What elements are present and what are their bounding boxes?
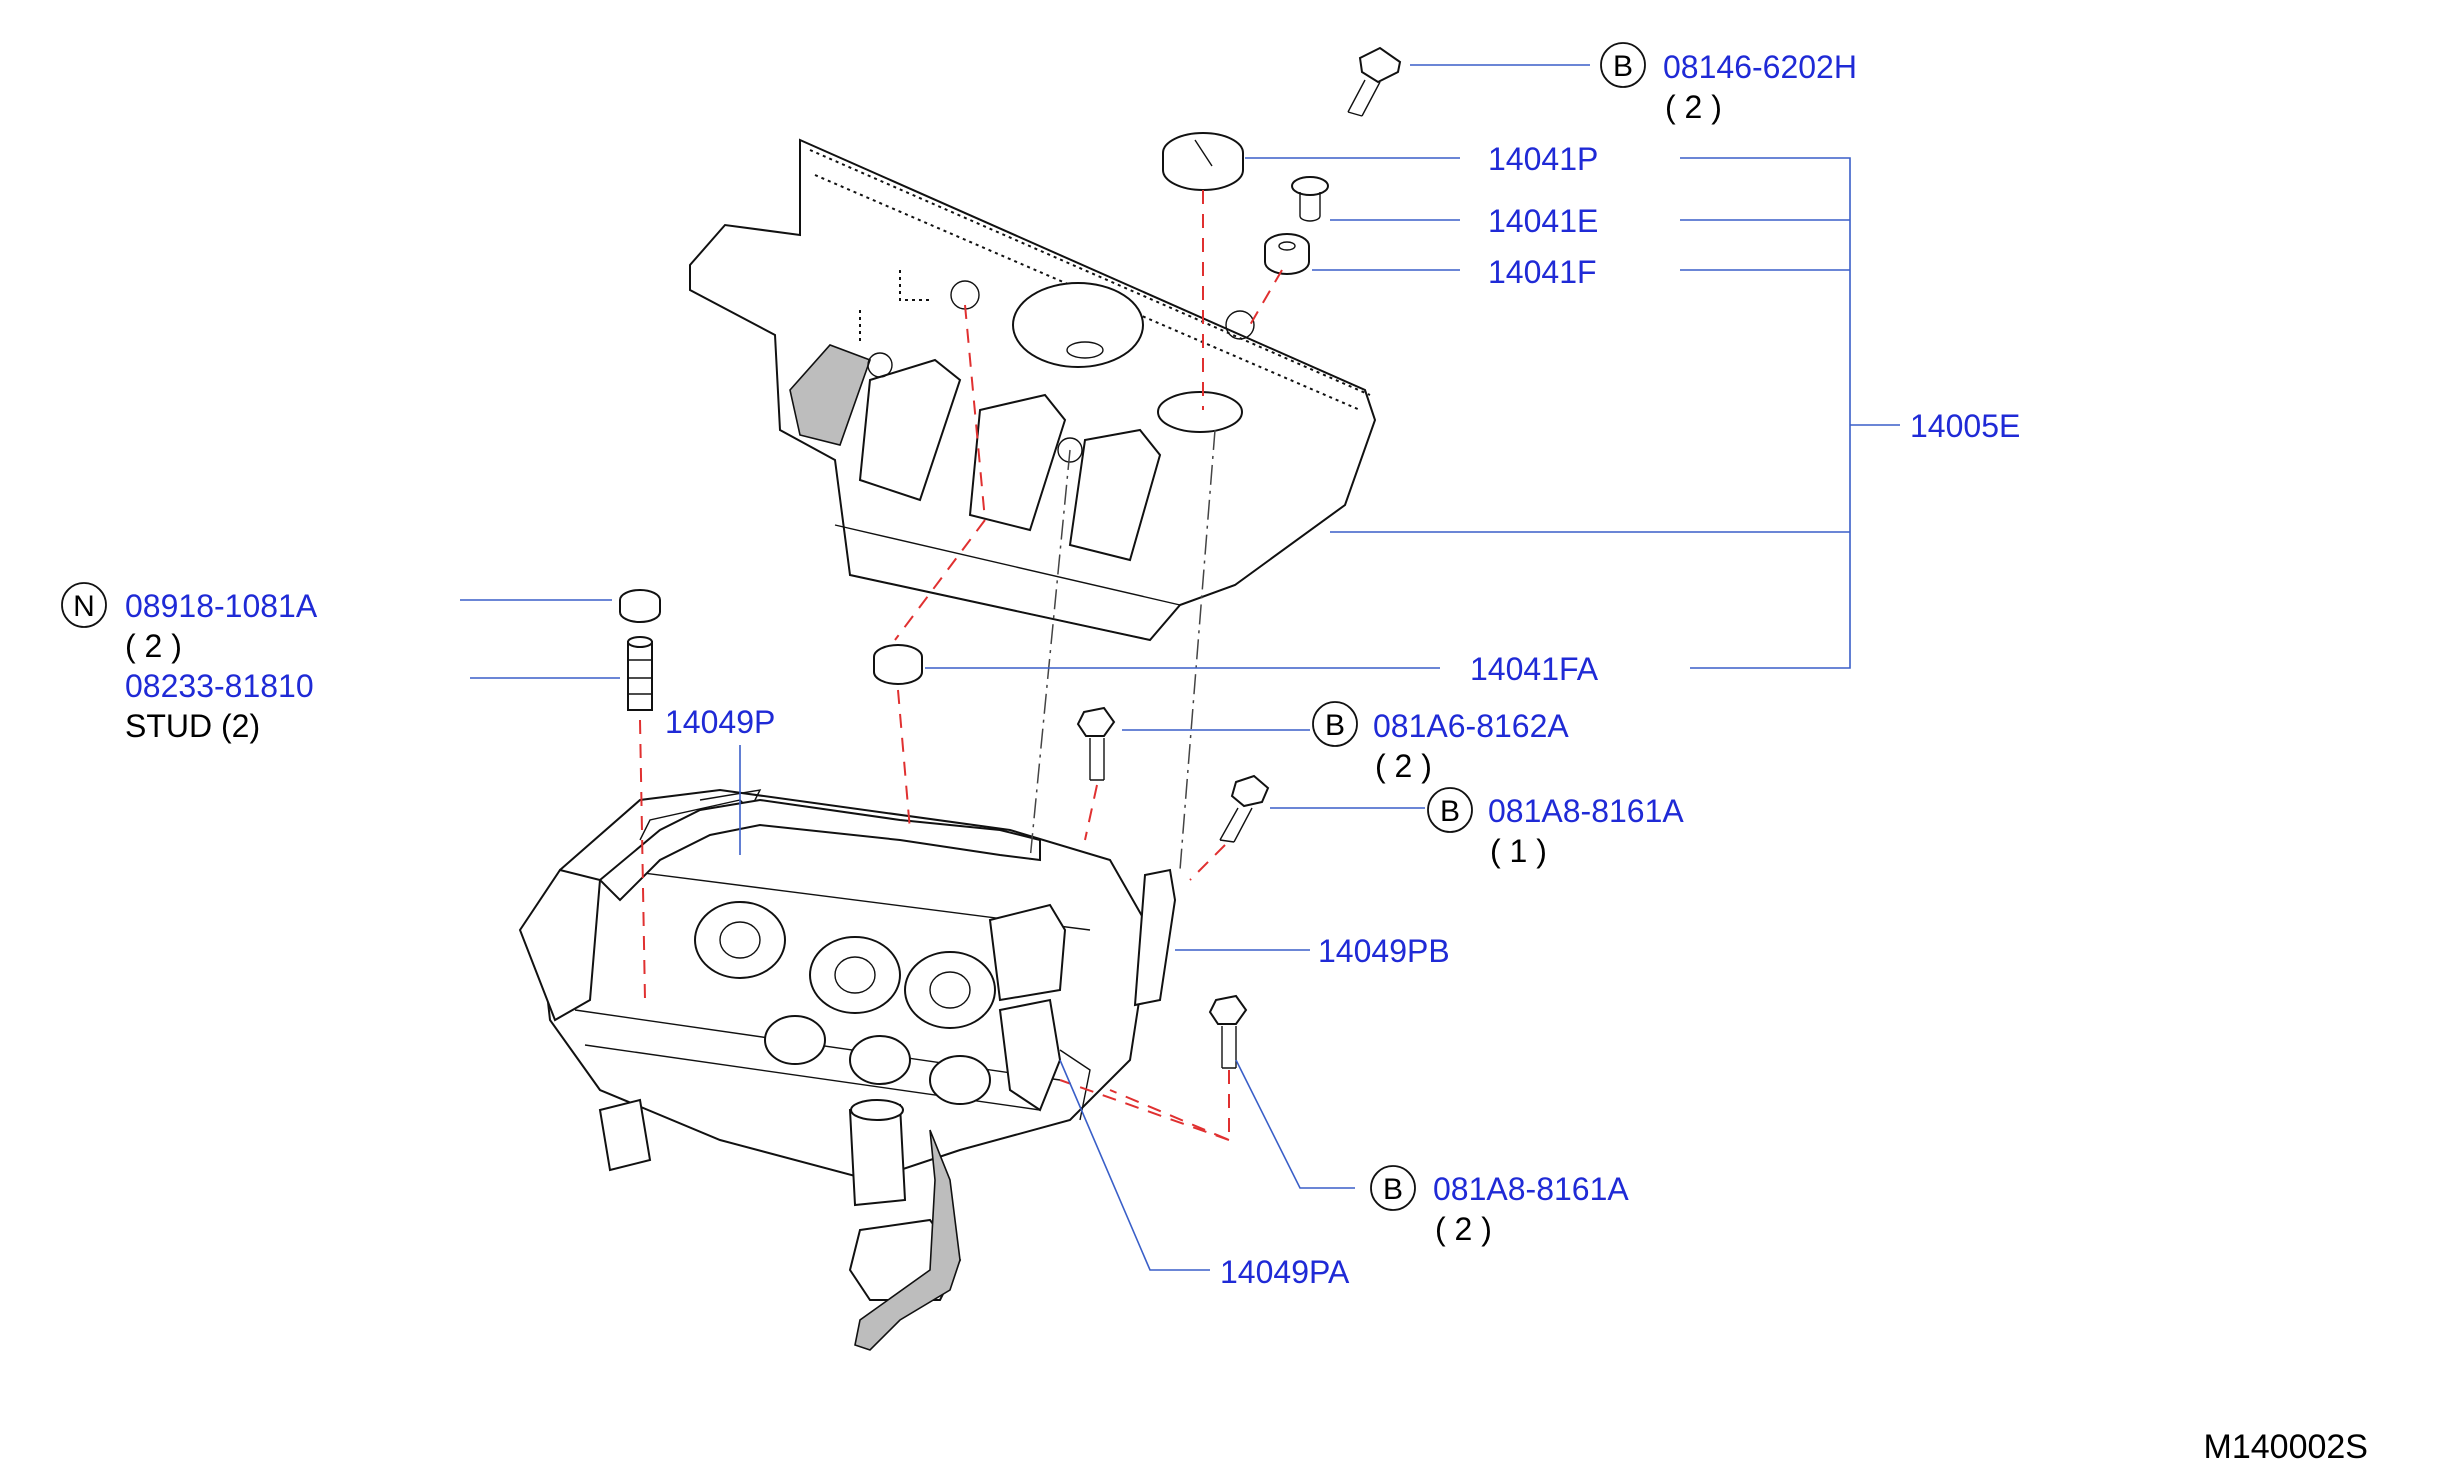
svg-text:N: N (73, 590, 95, 623)
leader-lines (460, 64, 1900, 1271)
callout-081A6-8162A[interactable]: 081A6-8162A (1373, 708, 1569, 744)
callout-08233-81810[interactable]: 08233-81810 (125, 668, 314, 704)
callout-14041FA[interactable]: 14041FA (1470, 651, 1599, 687)
callout-14049P[interactable]: 14049P (665, 704, 775, 740)
diagram-code: M140002S (2204, 1428, 2368, 1466)
callout-081A8-8161A-2[interactable]: 081A8-8161A (1433, 1171, 1629, 1207)
nut-illustration (619, 589, 661, 623)
callout-08146-6202H[interactable]: 08146-6202H (1663, 49, 1857, 85)
badge-b-top: B (1600, 42, 1646, 88)
grommet-e-illustration (1291, 176, 1329, 222)
stud-description: STUD (2) (125, 708, 260, 744)
callout-08918-1081A[interactable]: 08918-1081A (125, 588, 318, 624)
bolt-top-illustration (1347, 46, 1402, 117)
grommet-f-illustration (1264, 233, 1310, 275)
bolt-a6-illustration (1076, 706, 1116, 781)
svg-text:B: B (1383, 1173, 1403, 1206)
svg-text:B: B (1613, 50, 1633, 83)
cylinder-head-illustration (518, 788, 1177, 1351)
callout-14049PB[interactable]: 14049PB (1318, 933, 1450, 969)
qty-08918-1081A: ( 2 ) (125, 628, 182, 664)
qty-081A8-8161A-2: ( 2 ) (1435, 1211, 1492, 1247)
engine-cover-illustration (689, 138, 1377, 642)
grommet-fa-illustration (873, 644, 923, 685)
callout-14041E[interactable]: 14041E (1488, 203, 1598, 239)
qty-08146-6202H: ( 2 ) (1665, 89, 1722, 125)
callout-14005E[interactable]: 14005E (1910, 408, 2020, 444)
badge-b-a8-1: B (1427, 787, 1473, 833)
cap-illustration (1162, 132, 1244, 191)
bolt-a8-1-illustration (1219, 774, 1270, 843)
callout-14041F[interactable]: 14041F (1488, 254, 1597, 290)
badge-b-a8-2: B (1370, 1165, 1416, 1211)
svg-text:B: B (1325, 709, 1345, 742)
badge-b-a6: B (1312, 701, 1358, 747)
qty-081A6-8162A: ( 2 ) (1375, 748, 1432, 784)
bolt-a8-2-illustration (1208, 994, 1248, 1069)
callout-14049PA[interactable]: 14049PA (1220, 1254, 1350, 1290)
assembly-lines (639, 190, 1283, 1142)
qty-081A8-8161A-1: ( 1 ) (1490, 833, 1547, 869)
stud-illustration (627, 636, 653, 711)
callout-081A8-8161A-1[interactable]: 081A8-8161A (1488, 793, 1684, 829)
svg-text:B: B (1440, 795, 1460, 828)
callout-14041P[interactable]: 14041P (1488, 141, 1598, 177)
badge-n: N (61, 582, 107, 628)
